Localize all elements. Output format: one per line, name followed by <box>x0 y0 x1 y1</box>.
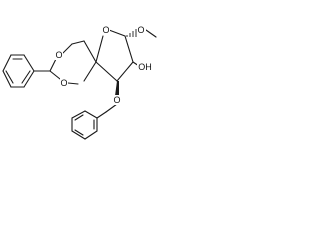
methoxy-hashed-bond <box>126 29 137 37</box>
benzyl-ch2-phenyl-bond <box>96 111 107 119</box>
methyl-bond <box>145 29 157 38</box>
acetal-oxygen-lower-label: O <box>60 78 67 88</box>
hydroxyl-label: OH <box>138 62 152 72</box>
benzyl-ether-oxygen-label: O <box>113 95 120 105</box>
benzylidene-phenyl-ring <box>2 54 35 88</box>
methoxy-oxygen-label: O <box>137 25 144 35</box>
pyranose-ring-oxygen-label: O <box>102 25 109 35</box>
pyranose-ring <box>95 29 134 82</box>
chemical-structure-diagram: O O O O OH O <box>2 25 157 140</box>
benzyl-phenyl-ring <box>71 110 98 140</box>
dioxane-ring <box>49 40 97 85</box>
benzyloxy-wedge-bond <box>115 81 119 96</box>
acetal-oxygen-upper-label: O <box>55 50 62 60</box>
benzyl-ch2-bond <box>105 103 118 113</box>
